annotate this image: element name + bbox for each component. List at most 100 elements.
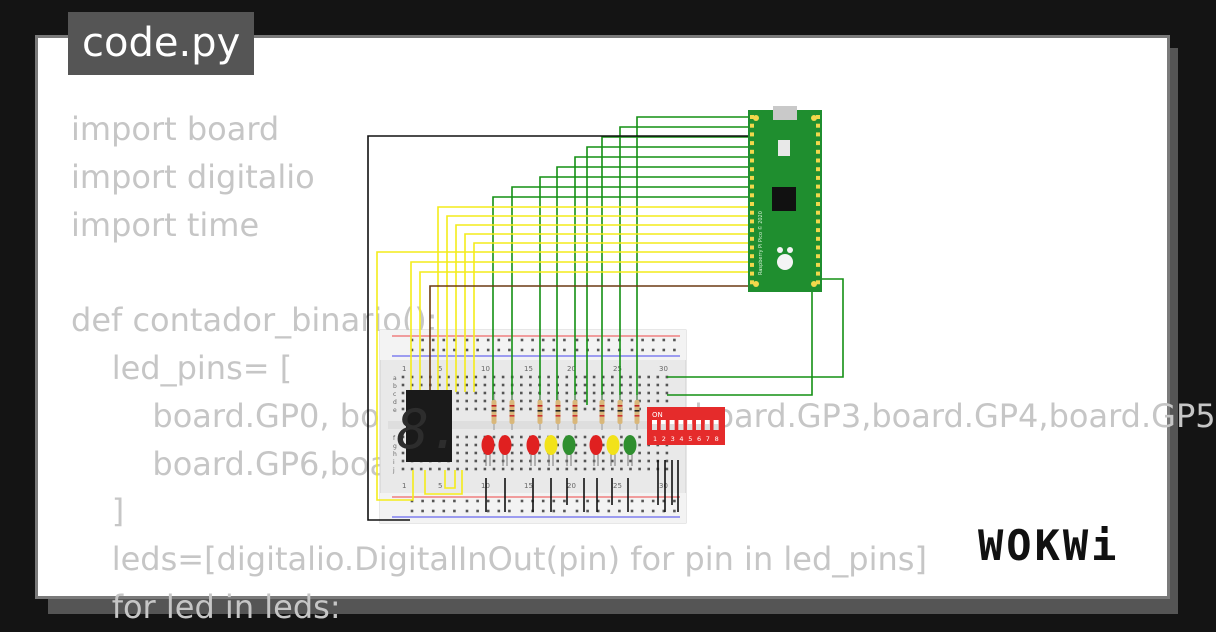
rail-hole bbox=[508, 338, 511, 342]
breadboard-hole bbox=[401, 443, 405, 447]
breadboard-hole bbox=[510, 443, 514, 447]
breadboard-hole bbox=[611, 467, 614, 471]
breadboard-hole bbox=[529, 375, 532, 379]
file-tab[interactable]: code.py bbox=[68, 12, 255, 75]
pico-pin bbox=[816, 254, 820, 259]
rail-hole bbox=[575, 338, 579, 342]
breadboard-hole bbox=[620, 435, 623, 439]
breadboard-hole bbox=[665, 399, 669, 403]
breadboard-hole bbox=[520, 399, 523, 403]
code-line: ] bbox=[71, 492, 125, 531]
pico-pin bbox=[750, 132, 754, 137]
pico-pin bbox=[750, 193, 754, 198]
breadboard-hole bbox=[465, 399, 468, 403]
breadboard-hole bbox=[638, 451, 641, 455]
breadboard-hole bbox=[474, 443, 478, 447]
rail-hole bbox=[442, 348, 446, 352]
breadboard-hole bbox=[638, 407, 641, 411]
breadboard-hole bbox=[447, 383, 450, 387]
col-label: 1 bbox=[402, 482, 406, 490]
breadboard-hole bbox=[611, 459, 614, 463]
rail-hole bbox=[563, 348, 566, 352]
breadboard-hole bbox=[620, 375, 623, 379]
breadboard-hole bbox=[520, 391, 523, 395]
wokwi-logo: WOKWi bbox=[978, 521, 1120, 570]
breadboard-hole bbox=[483, 375, 487, 379]
rail-hole bbox=[596, 348, 600, 352]
breadboard-hole bbox=[474, 451, 478, 455]
seven-segment-digit: 8. bbox=[396, 398, 461, 461]
breadboard-hole bbox=[592, 383, 596, 387]
led bbox=[481, 435, 495, 455]
breadboard-hole bbox=[583, 467, 587, 471]
breadboard-hole bbox=[565, 383, 569, 387]
breadboard-hole bbox=[501, 375, 505, 379]
breadboard-hole bbox=[483, 467, 487, 471]
rail-hole bbox=[431, 348, 435, 352]
rail-hole bbox=[453, 509, 456, 513]
breadboard-hole bbox=[601, 391, 605, 395]
resistor-band bbox=[555, 410, 561, 412]
pico-pin bbox=[750, 245, 754, 250]
breadboard-hole bbox=[647, 459, 650, 463]
resistor-band bbox=[572, 405, 578, 407]
rail-hole bbox=[486, 509, 490, 513]
breadboard-hole bbox=[583, 435, 587, 439]
rail-hole bbox=[673, 509, 676, 513]
breadboard-hole bbox=[665, 383, 669, 387]
breadboard-hole bbox=[565, 467, 569, 471]
breadboard-hole bbox=[456, 435, 459, 439]
breadboard-hole bbox=[583, 451, 587, 455]
pico-pin bbox=[816, 123, 820, 128]
led bbox=[526, 435, 540, 455]
svg-text:e: e bbox=[393, 407, 397, 414]
resistors bbox=[491, 395, 640, 430]
rail-hole bbox=[520, 338, 524, 342]
breadboard-hole bbox=[665, 459, 669, 463]
raspberry-pi-pico[interactable]: Raspberry Pi Pico © 2020 bbox=[748, 106, 822, 292]
breadboard-hole bbox=[419, 375, 423, 379]
rail-hole bbox=[410, 338, 414, 342]
rail-hole bbox=[442, 499, 446, 503]
rail-hole bbox=[651, 338, 655, 342]
resistor bbox=[617, 400, 623, 424]
green-wires bbox=[492, 116, 844, 405]
breadboard[interactable]: 1 5 10 15 20 25 30 1 5 10 15 20 25 30 a … bbox=[379, 329, 687, 524]
rail-hole bbox=[607, 509, 611, 513]
resistor bbox=[599, 400, 605, 424]
rail-hole bbox=[442, 338, 446, 342]
col-label: 5 bbox=[438, 482, 442, 490]
breadboard-hole bbox=[556, 451, 559, 455]
breadboard-hole bbox=[538, 467, 541, 471]
pico-pin bbox=[750, 184, 754, 189]
col-label: 30 bbox=[659, 482, 668, 490]
leds[interactable] bbox=[481, 435, 637, 466]
resistor-band bbox=[491, 405, 497, 407]
breadboard-hole bbox=[574, 383, 578, 387]
code-line: import board bbox=[71, 110, 280, 148]
breadboard-hole bbox=[456, 443, 459, 447]
dip-switch-on-label: ON bbox=[652, 411, 663, 419]
breadboard-hole bbox=[465, 459, 468, 463]
breadboard-hole bbox=[401, 375, 405, 379]
pico-pin bbox=[750, 167, 754, 172]
resistor bbox=[537, 400, 543, 424]
breadboard-hole bbox=[456, 391, 459, 395]
col-label: 5 bbox=[438, 365, 442, 373]
rail-hole bbox=[552, 338, 556, 342]
resistor-band bbox=[509, 405, 515, 407]
breadboard-hole bbox=[629, 467, 632, 471]
breadboard-hole bbox=[492, 391, 496, 395]
breadboard-hole bbox=[638, 467, 641, 471]
breadboard-hole bbox=[647, 399, 650, 403]
breadboard-hole bbox=[574, 467, 578, 471]
breadboard-hole bbox=[429, 467, 432, 471]
resistor bbox=[555, 400, 561, 424]
rail-hole bbox=[662, 509, 666, 513]
pico-pin bbox=[750, 210, 754, 215]
breadboard-row-labels: a b c d e f g h i j bbox=[392, 375, 397, 474]
col-label: 20 bbox=[567, 365, 576, 373]
